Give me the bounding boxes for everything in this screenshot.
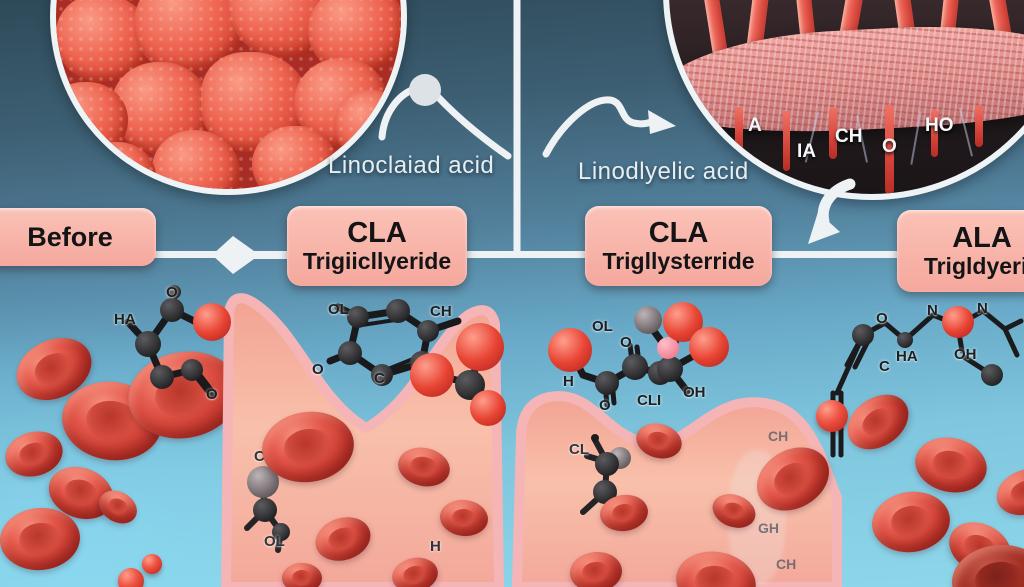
red-sphere	[142, 554, 162, 574]
hanging-strand	[885, 105, 894, 194]
atom-label: O	[312, 361, 324, 378]
atom-label: HA	[896, 348, 918, 365]
down-left-arrow	[808, 178, 856, 244]
left-vessel-molecule	[244, 466, 290, 553]
atom-label: H	[430, 538, 441, 555]
molecule-m1	[124, 285, 231, 398]
atom-label: HA	[114, 311, 136, 328]
atom-label: O	[166, 284, 178, 301]
atom-label: N	[977, 300, 988, 317]
cell-texture-overlay	[56, 0, 401, 189]
hanging-strand	[931, 109, 938, 157]
peak-dot	[409, 74, 441, 106]
hanging-strand	[829, 107, 837, 159]
atom-label: OL	[264, 533, 285, 550]
swoosh-arrow	[542, 96, 676, 158]
atom-label: CH	[430, 303, 452, 320]
red-sphere	[118, 568, 144, 587]
cla-triglyceride-box-right: CLA Trigllysterride	[585, 206, 772, 286]
hanging-strand	[735, 107, 743, 153]
inset-letter: O	[882, 136, 897, 157]
box-subtitle: Trigldyeria	[923, 253, 1024, 280]
atom-label: O	[876, 310, 888, 327]
cell-blob	[334, 90, 401, 160]
before-box: Before	[0, 208, 156, 266]
box-title: CLA	[648, 216, 709, 249]
diamond-connector	[212, 236, 292, 274]
atom-label: OL	[592, 318, 613, 335]
atom-label-faint: CH	[776, 556, 797, 572]
atom-label: OH	[954, 346, 977, 363]
hanging-strand	[783, 111, 790, 171]
atom-label: C	[879, 358, 890, 375]
vertical-divider	[513, 0, 521, 257]
atom-label: O	[620, 334, 632, 351]
atom-label: OH	[683, 384, 706, 401]
acid-caption-left: Linoclaiad acid	[328, 152, 495, 179]
inset-letter: A	[748, 115, 762, 136]
left-inset-circle-blood-cells	[50, 0, 407, 195]
box-subtitle: Trigllysterride	[602, 248, 755, 275]
inset-letter: HO	[925, 115, 954, 136]
atom-label-faint: CH	[768, 428, 789, 444]
acid-caption-right: Linodlyelic acid	[578, 158, 749, 185]
molecule-m3	[548, 302, 729, 408]
red-blood-cell	[282, 563, 322, 587]
box-title: ALA	[952, 221, 1012, 254]
peak-curve-symbol	[378, 86, 512, 160]
atom-label: CLI	[637, 392, 662, 409]
atom-label: N	[927, 302, 938, 319]
inset-letter: IA	[797, 141, 816, 162]
atom-label-faint: GH	[758, 520, 779, 536]
red-sphere	[816, 400, 848, 432]
inset-letter: CH	[835, 126, 863, 147]
horizontal-line	[0, 251, 1024, 258]
atom-label: O	[599, 397, 611, 414]
box-subtitle: Trigiicllyeride	[302, 248, 452, 275]
cell-blob	[252, 126, 336, 189]
atom-label: H	[563, 373, 574, 390]
before-box-title: Before	[27, 221, 113, 252]
atom-label: CL	[569, 441, 589, 458]
hanging-strand	[975, 105, 983, 147]
ala-triglyceride-box: ALA Trigldyeria	[897, 210, 1024, 292]
atom-label: OL	[328, 301, 349, 318]
cla-triglyceride-box-left: CLA Trigiicllyeride	[287, 206, 467, 286]
box-title: CLA	[347, 216, 407, 249]
atom-label: O	[206, 386, 218, 403]
atom-label: C	[374, 370, 385, 387]
molecule-m2	[326, 299, 506, 426]
